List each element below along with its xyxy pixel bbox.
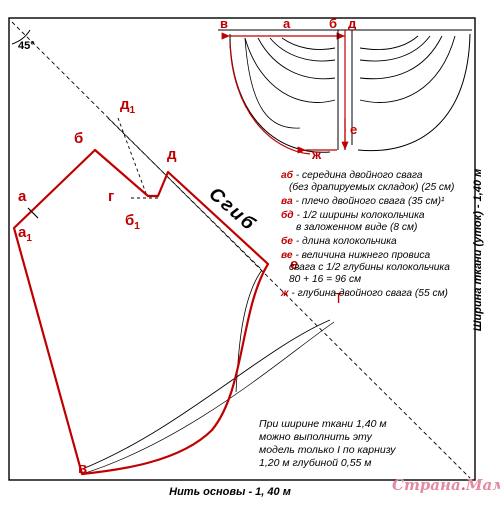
point-a1-label: а1 (18, 224, 32, 244)
warp-thread-label: Нить основы - 1, 40 м (169, 486, 291, 498)
point-d-label: д (167, 146, 177, 163)
note-line: модель только I по карнизу (259, 444, 396, 456)
inset-a-label: а (283, 16, 291, 31)
point-v-label: в (78, 460, 88, 477)
inset-zh-label: ж (312, 147, 322, 162)
legend-line: ва - плечо двойного свага (35 см)¹ (281, 196, 445, 207)
guide-curve (235, 269, 263, 393)
legend-line: бе - длина колокольчика (281, 236, 397, 247)
pattern-outline (12, 148, 270, 476)
fabric-note: При ширине ткани 1,40 м можно выполнить … (259, 418, 396, 470)
fold-dash-line (107, 117, 263, 271)
point-g-label: г (108, 188, 115, 205)
tick-a (27, 207, 39, 219)
inset-v-label: в (220, 16, 228, 31)
point-a-label: а (18, 188, 27, 205)
legend-line: ве - величина нижнего провиса (281, 250, 431, 261)
inset-e-label: е (350, 122, 358, 137)
angle-label: 45° (18, 40, 35, 52)
legend-line: 80 + 16 = 96 см (289, 274, 362, 285)
point-t-label: Т (334, 290, 344, 307)
hem-curve-black (79, 319, 331, 471)
fabric-border (8, 17, 476, 481)
watermark-logo: Страна.Мам (392, 476, 500, 494)
note-line: При ширине ткани 1,40 м (259, 418, 387, 430)
legend-line: (без драпируемых складок) (25 см) (289, 182, 455, 193)
legend-line: аб - середина двойного свага (281, 170, 423, 181)
inset-drawing (218, 29, 472, 155)
angle-arc (11, 29, 31, 45)
point-d1-label: д1 (120, 96, 136, 116)
note-line: можно выполнить эту (259, 431, 372, 443)
point-e-label: е (290, 256, 299, 273)
inset-b-label: б (329, 16, 338, 31)
fabric-width-label: Ширина ткани (уток) - 1,40 м (472, 168, 484, 332)
legend-line: бд - 1/2 ширины колокольчика (281, 210, 425, 221)
point-b-label: б (74, 130, 84, 147)
legend-line: ж - глубина двойного свага (55 см) (281, 288, 448, 299)
legend-line: в заложенном виде (8 см) (296, 222, 418, 233)
point-b1-label: б1 (125, 212, 140, 232)
inset-d-label: д (348, 16, 357, 31)
bias-line (11, 21, 471, 479)
legend-line: свага с 1/2 глубины колокольчика (289, 262, 450, 273)
dashed-d1-b1 (117, 117, 148, 197)
note-line: 1,20 м глубиной 0,55 м (259, 457, 372, 469)
